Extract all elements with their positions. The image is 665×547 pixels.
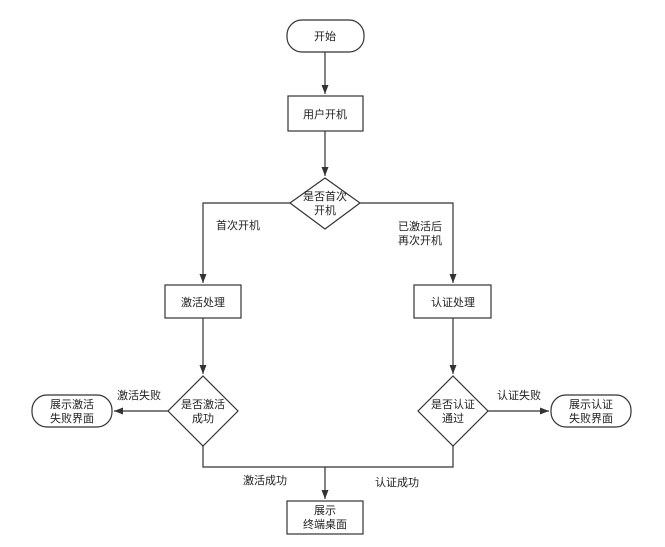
edge-activate-success <box>202 446 325 468</box>
activate-node: 激活处理 <box>164 284 242 319</box>
power-on-node: 用户开机 <box>287 95 364 132</box>
start-node: 开始 <box>286 19 365 53</box>
decision-auth-line-2: 通过 <box>442 412 464 425</box>
decision-first-boot-line-2: 开机 <box>314 203 336 217</box>
power-on-label: 用户开机 <box>303 107 347 121</box>
auth-fail-screen-line-2: 失败界面 <box>569 411 613 425</box>
desktop-node: 展示 终端桌面 <box>286 500 364 535</box>
auth-label: 认证处理 <box>431 296 475 309</box>
desktop-line-1: 展示 <box>314 504 336 517</box>
decision-activate-line-1: 是否激活 <box>181 397 225 411</box>
auth-fail-screen-line-1: 展示认证 <box>569 398 613 411</box>
label-activate-success: 激活成功 <box>243 473 287 487</box>
decision-auth-pass: 是否认证 通过 <box>417 375 489 447</box>
connectors <box>114 52 549 499</box>
activate-fail-screen-node: 展示激活 失败界面 <box>31 394 113 428</box>
edge-auth-success <box>325 446 454 468</box>
label-auth-success: 认证成功 <box>375 476 419 489</box>
activate-fail-screen-line-2: 失败界面 <box>50 411 94 425</box>
label-auth-fail: 认证失败 <box>497 388 541 402</box>
decision-first-boot-line-1: 是否首次 <box>303 189 347 203</box>
edge-decision-to-activate <box>199 202 290 283</box>
activate-fail-screen-line-1: 展示激活 <box>50 397 94 411</box>
edge-decision-to-auth <box>360 202 457 283</box>
activate-label: 激活处理 <box>181 295 225 309</box>
label-reboot-line-2: 再次开机 <box>398 233 442 247</box>
label-activate-fail: 激活失败 <box>117 388 161 402</box>
label-first-boot: 首次开机 <box>216 218 260 232</box>
decision-auth-line-1: 是否认证 <box>431 398 475 411</box>
start-label: 开始 <box>314 29 336 43</box>
label-reboot-line-1: 已激活后 <box>398 219 442 233</box>
decision-activate-success: 是否激活 成功 <box>167 375 239 447</box>
auth-fail-screen-node: 展示认证 失败界面 <box>550 394 632 428</box>
auth-node: 认证处理 <box>413 284 492 319</box>
decision-activate-line-2: 成功 <box>192 412 214 425</box>
decision-first-boot: 是否首次 开机 <box>288 177 362 230</box>
desktop-line-2: 终端桌面 <box>303 517 347 531</box>
